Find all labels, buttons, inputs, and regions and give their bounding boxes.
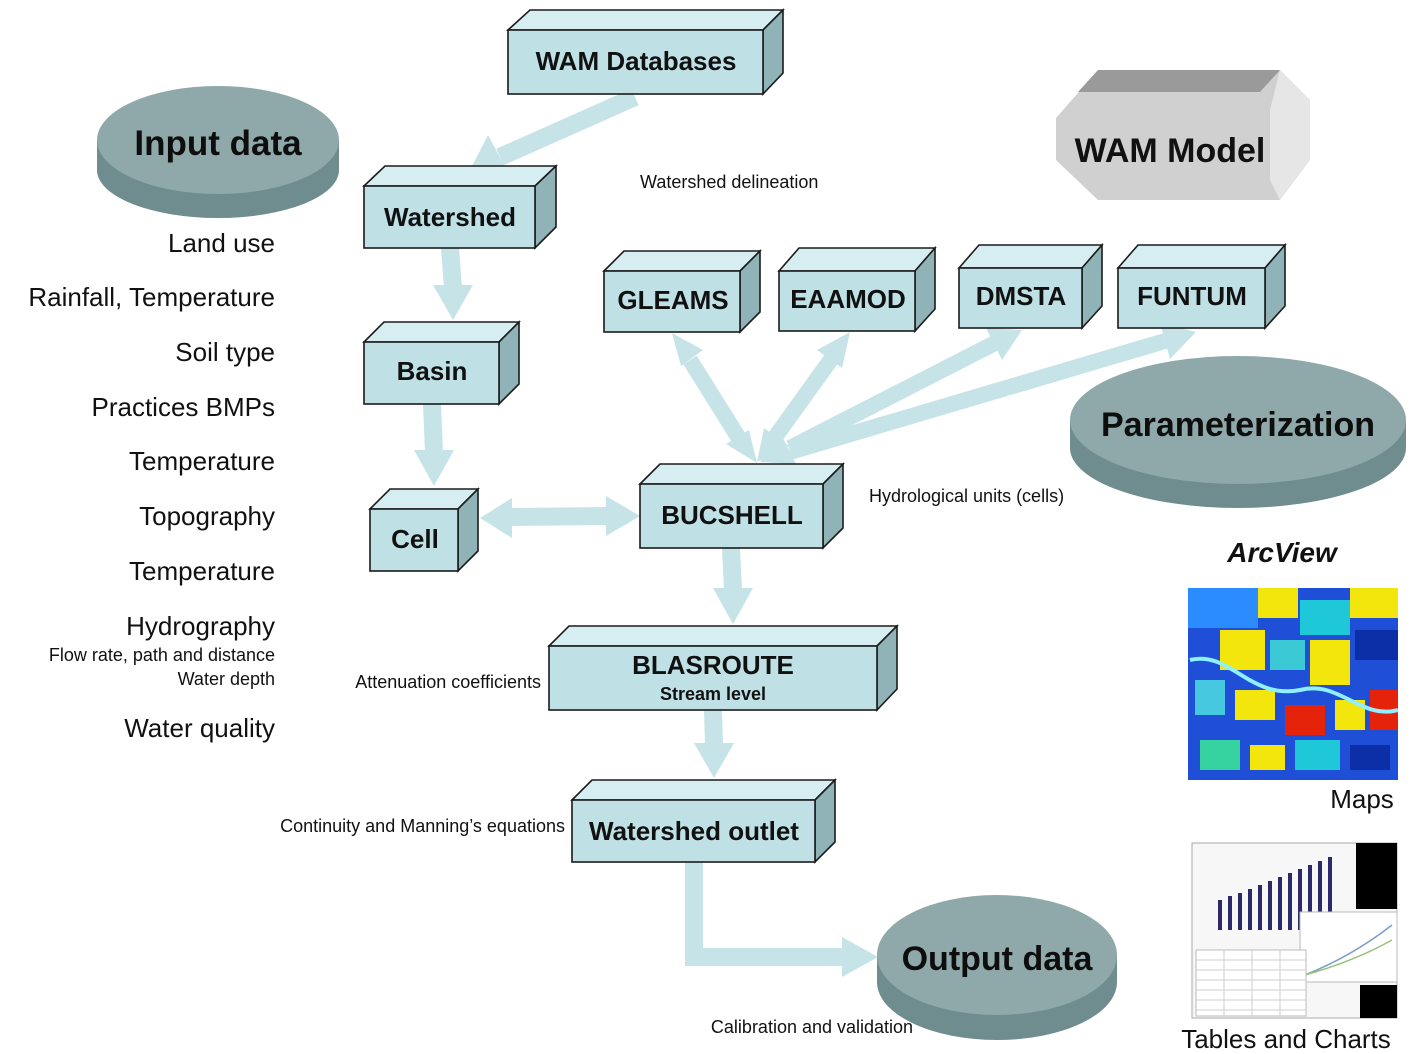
wam-model-badge: WAM Model bbox=[1056, 70, 1310, 200]
input-item: Rainfall, Temperature bbox=[28, 282, 275, 312]
tables-charts-label: Tables and Charts bbox=[1181, 1024, 1391, 1054]
arrow-head-gleams bbox=[672, 333, 703, 366]
parameterization-label: Parameterization bbox=[1101, 406, 1375, 444]
input-detail: Water depth bbox=[178, 669, 275, 689]
map-thumbnail bbox=[1188, 588, 1399, 780]
arrow-bucshell-gleams bbox=[683, 355, 747, 445]
flow-arrows bbox=[414, 88, 1196, 977]
note-calibration: Calibration and validation bbox=[711, 1017, 913, 1037]
input-item: Hydrography bbox=[126, 611, 275, 641]
input-detail: Flow rate, path and distance bbox=[49, 645, 275, 665]
arrow-head-funtum bbox=[1160, 323, 1196, 359]
arrow-bucshell-eaamod bbox=[766, 353, 839, 445]
box-funtum: FUNTUM bbox=[1116, 242, 1287, 331]
blasroute-sublabel: Stream level bbox=[660, 684, 766, 704]
arrow-head-to-cell bbox=[480, 498, 512, 538]
bucshell-label: BUCSHELL bbox=[661, 500, 803, 530]
note-continuity: Continuity and Manning’s equations bbox=[280, 816, 565, 836]
watershed-outlet-label: Watershed outlet bbox=[589, 816, 799, 846]
input-item: Topography bbox=[139, 501, 275, 531]
arrow-head-bucshell-blasroute bbox=[713, 588, 753, 624]
wam-model-label: WAM Model bbox=[1075, 132, 1266, 170]
arrow-head-bucshell-from-dmsta bbox=[760, 432, 796, 464]
input-data-label: Input data bbox=[134, 124, 302, 163]
input-item: Temperature bbox=[129, 556, 275, 586]
box-watershed: Watershed bbox=[362, 164, 558, 250]
input-item: Land use bbox=[168, 228, 275, 258]
arrow-watershed-to-basin bbox=[441, 247, 462, 289]
dmsta-label: DMSTA bbox=[976, 281, 1067, 311]
funtum-label: FUNTUM bbox=[1137, 281, 1247, 311]
arrow-head-blasroute-outlet bbox=[694, 743, 734, 778]
input-item: Practices BMPs bbox=[92, 392, 276, 422]
output-data-disk: Output data bbox=[877, 895, 1117, 1040]
gleams-label: GLEAMS bbox=[617, 285, 728, 315]
box-wam-databases: WAM Databases bbox=[505, 8, 785, 96]
basin-label: Basin bbox=[397, 356, 468, 386]
box-bucshell: BUCSHELL bbox=[638, 462, 845, 550]
arrow-head-output bbox=[842, 937, 878, 977]
box-blasroute: BLASROUTE Stream level bbox=[547, 624, 899, 712]
parameterization-disk: Parameterization bbox=[1070, 356, 1406, 508]
maps-label: Maps bbox=[1330, 784, 1394, 814]
arrow-head-basin-cell bbox=[414, 450, 454, 486]
box-dmsta: DMSTA bbox=[957, 242, 1104, 331]
input-data-disk: Input data bbox=[97, 86, 339, 218]
arrow-head-watershed-basin bbox=[433, 285, 473, 320]
box-gleams: GLEAMS bbox=[602, 249, 762, 334]
arrow-basin-to-cell bbox=[423, 403, 443, 453]
wam-databases-label: WAM Databases bbox=[536, 46, 737, 76]
arrow-head-to-bucshell bbox=[606, 496, 640, 536]
arcview-label: ArcView bbox=[1226, 537, 1339, 568]
arrow-head-dmsta bbox=[986, 328, 1022, 360]
arrow-databases-to-watershed bbox=[496, 88, 639, 166]
cell-label: Cell bbox=[391, 524, 439, 554]
box-cell: Cell bbox=[368, 487, 480, 573]
watershed-label: Watershed bbox=[384, 202, 516, 232]
blasroute-label: BLASROUTE bbox=[632, 650, 794, 680]
arrow-outlet-to-output bbox=[685, 862, 845, 966]
eaamod-label: EAAMOD bbox=[790, 284, 906, 314]
arrow-bucshell-funtum bbox=[787, 333, 1168, 460]
input-list: Land use Rainfall, Temperature Soil type… bbox=[28, 228, 275, 743]
input-item: Soil type bbox=[175, 337, 275, 367]
arrow-cell-bucshell bbox=[509, 507, 609, 526]
arrow-blasroute-to-outlet bbox=[704, 709, 723, 746]
note-attenuation: Attenuation coefficients bbox=[355, 672, 541, 692]
arrow-bucshell-dmsta bbox=[786, 335, 999, 456]
box-basin: Basin bbox=[362, 320, 521, 406]
box-eaamod: EAAMOD bbox=[777, 245, 937, 334]
arrow-head-eaamod bbox=[817, 332, 850, 368]
output-data-label: Output data bbox=[902, 940, 1094, 978]
arrow-head-bucshell-from-gleams bbox=[726, 430, 757, 463]
note-watershed-delineation: Watershed delineation bbox=[640, 172, 818, 192]
input-item-water-quality: Water quality bbox=[124, 713, 275, 743]
tables-charts-thumbnail bbox=[1191, 842, 1398, 1019]
note-hydrological-units: Hydrological units (cells) bbox=[869, 486, 1064, 506]
arrow-bucshell-to-blasroute bbox=[722, 547, 742, 591]
box-watershed-outlet: Watershed outlet bbox=[570, 778, 837, 864]
input-item: Temperature bbox=[129, 446, 275, 476]
